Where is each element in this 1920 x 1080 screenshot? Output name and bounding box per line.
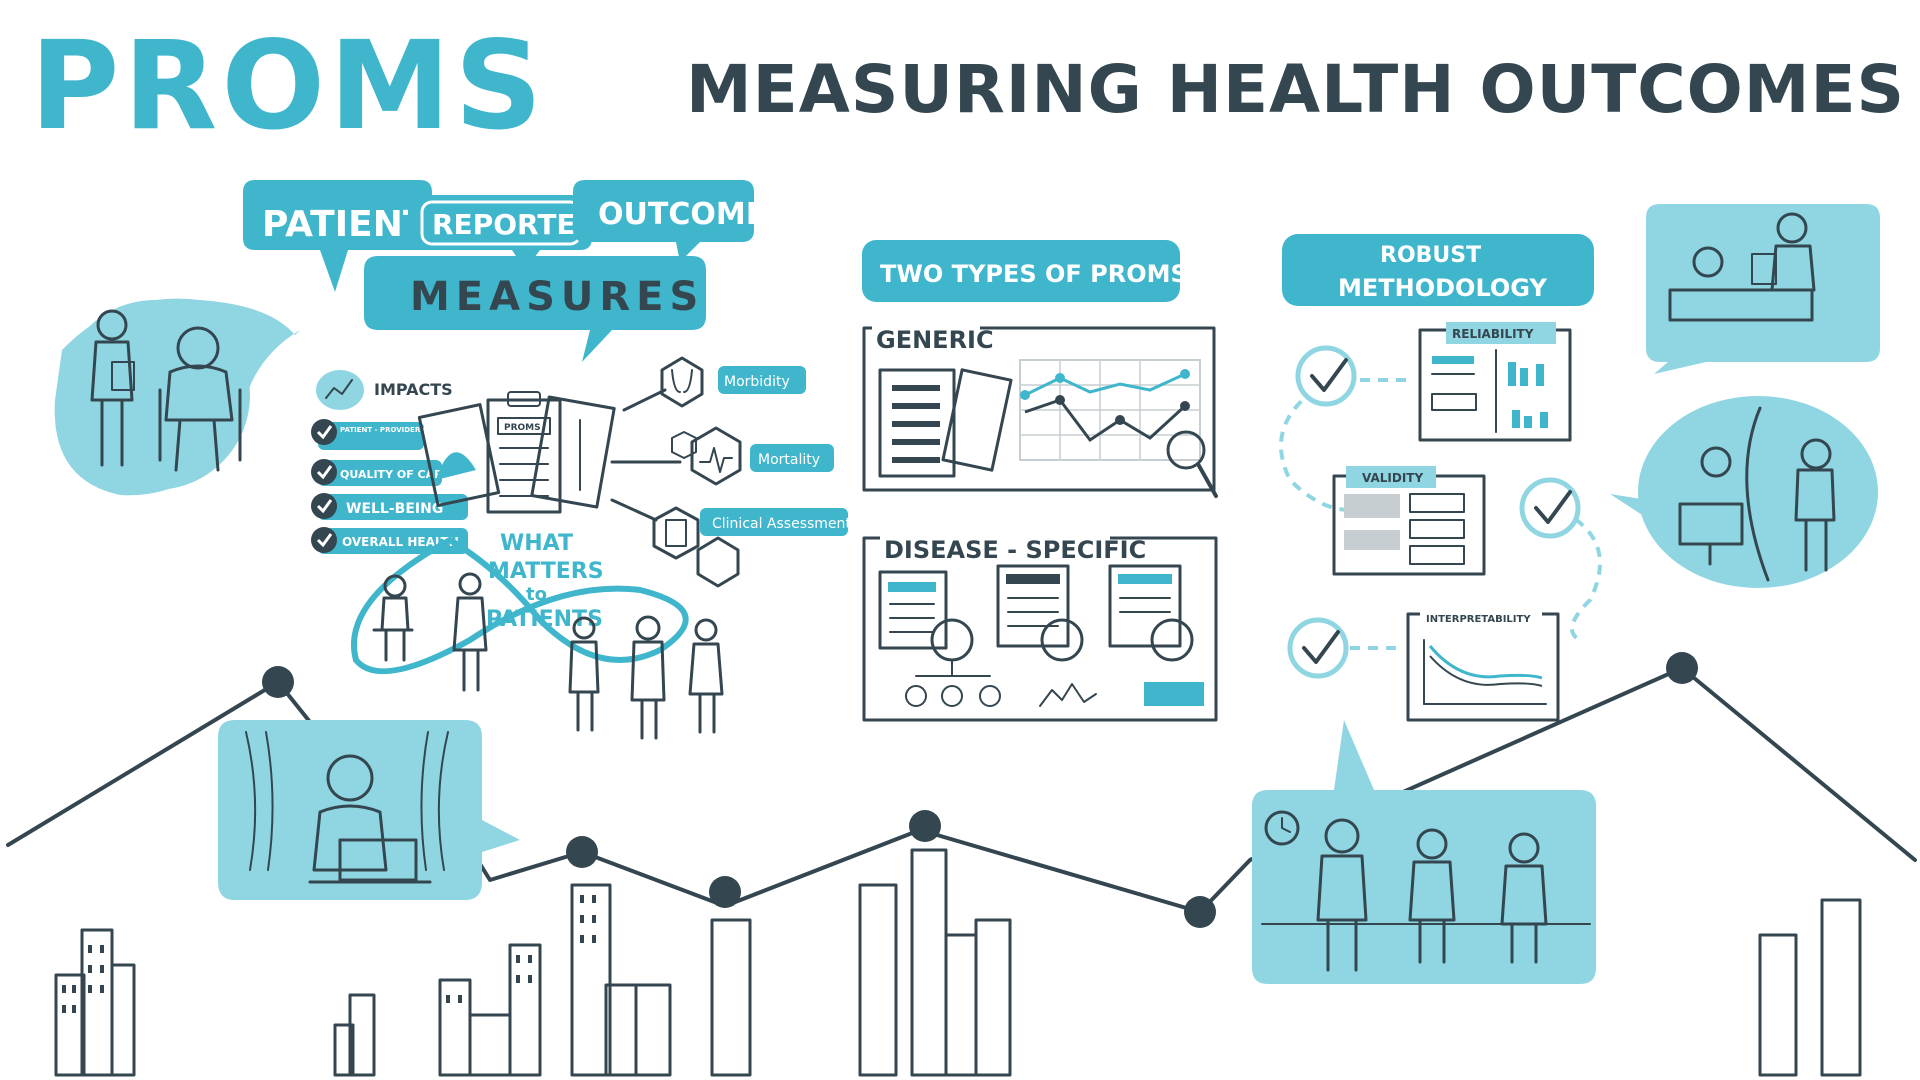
- peak-dot: [1184, 896, 1216, 928]
- disease-specific-label: DISEASE - SPECIFIC: [884, 536, 1146, 564]
- what-matters-line2: MATTERS: [488, 559, 604, 584]
- outcome-mortality: Mortality: [758, 452, 820, 468]
- two-types-section: TWO TYPES OF PROMS GENERIC D: [862, 240, 1218, 722]
- peak-dot: [566, 836, 598, 868]
- impact-item-wellbeing: WELL-BEING: [346, 501, 443, 517]
- home-user-bubble: [218, 720, 520, 900]
- page-subtitle: MEASURING HEALTH OUTCOMES: [686, 51, 1905, 128]
- peak-dot: [262, 666, 294, 698]
- generic-label: GENERIC: [876, 326, 994, 354]
- interpretability-label: INTERPRETABILITY: [1426, 614, 1531, 625]
- two-types-title: TWO TYPES OF PROMS: [880, 260, 1188, 288]
- methodology-title-line2: METHODOLOGY: [1338, 274, 1547, 302]
- hospital-bed-bubble: [1646, 204, 1880, 374]
- peak-dot: [1666, 652, 1698, 684]
- proms-forms: PROMS: [417, 391, 616, 514]
- outcome-morbidity: Morbidity: [724, 374, 790, 390]
- proms-title: PROMS: [30, 15, 546, 157]
- methodology-section: ROBUST METHODOLOGY RELIABILITY VALIDITY: [1279, 234, 1602, 722]
- peak-dot: [709, 876, 741, 908]
- proms-form-label: PROMS: [504, 423, 541, 433]
- impact-item-communication: PATIENT - PROVIDER COMMUNICATION: [340, 426, 491, 434]
- outcomes-section: Morbidity Mortality Clinical Assessment: [610, 356, 851, 588]
- what-matters-line1: WHAT: [500, 531, 573, 556]
- peak-dot: [909, 810, 941, 842]
- header: PROMS MEASURING HEALTH OUTCOMES: [30, 15, 1905, 157]
- waiting-room-bubble: [1252, 720, 1596, 984]
- impact-item-overall-health: OVERALL HEALTH: [342, 535, 459, 549]
- reliability-label: RELIABILITY: [1452, 327, 1534, 341]
- definition-word-reported: REPORTED: [432, 208, 599, 241]
- generic-line-chart: [1019, 359, 1201, 461]
- definition-word-measures: MEASURES: [410, 274, 704, 320]
- outcome-clinical: Clinical Assessment: [712, 516, 851, 532]
- definition-word-outcome: OUTCOME: [598, 197, 766, 232]
- what-matters-section: WHAT MATTERS to PATIENTS: [351, 531, 724, 740]
- impacts-label: IMPACTS: [374, 380, 453, 399]
- city-skyline: [54, 848, 1862, 1077]
- methodology-title-line1: ROBUST: [1380, 243, 1481, 268]
- impacts-section: IMPACTS PATIENT - PROVIDER COMMUNICATION…: [311, 370, 491, 554]
- definition-bubbles: PATIENT REPORTED OUTCOME MEASURES: [243, 180, 766, 362]
- validity-label: VALIDITY: [1362, 471, 1423, 485]
- impact-item-quality: QUALITY OF CARE: [340, 468, 450, 481]
- definition-word-patient: PATIENT: [262, 204, 428, 245]
- video-call-bubble: [1610, 396, 1878, 588]
- what-matters-line3: to: [526, 584, 547, 605]
- nurse-elder-bubble: [54, 298, 301, 496]
- generic-panel: [862, 326, 1216, 492]
